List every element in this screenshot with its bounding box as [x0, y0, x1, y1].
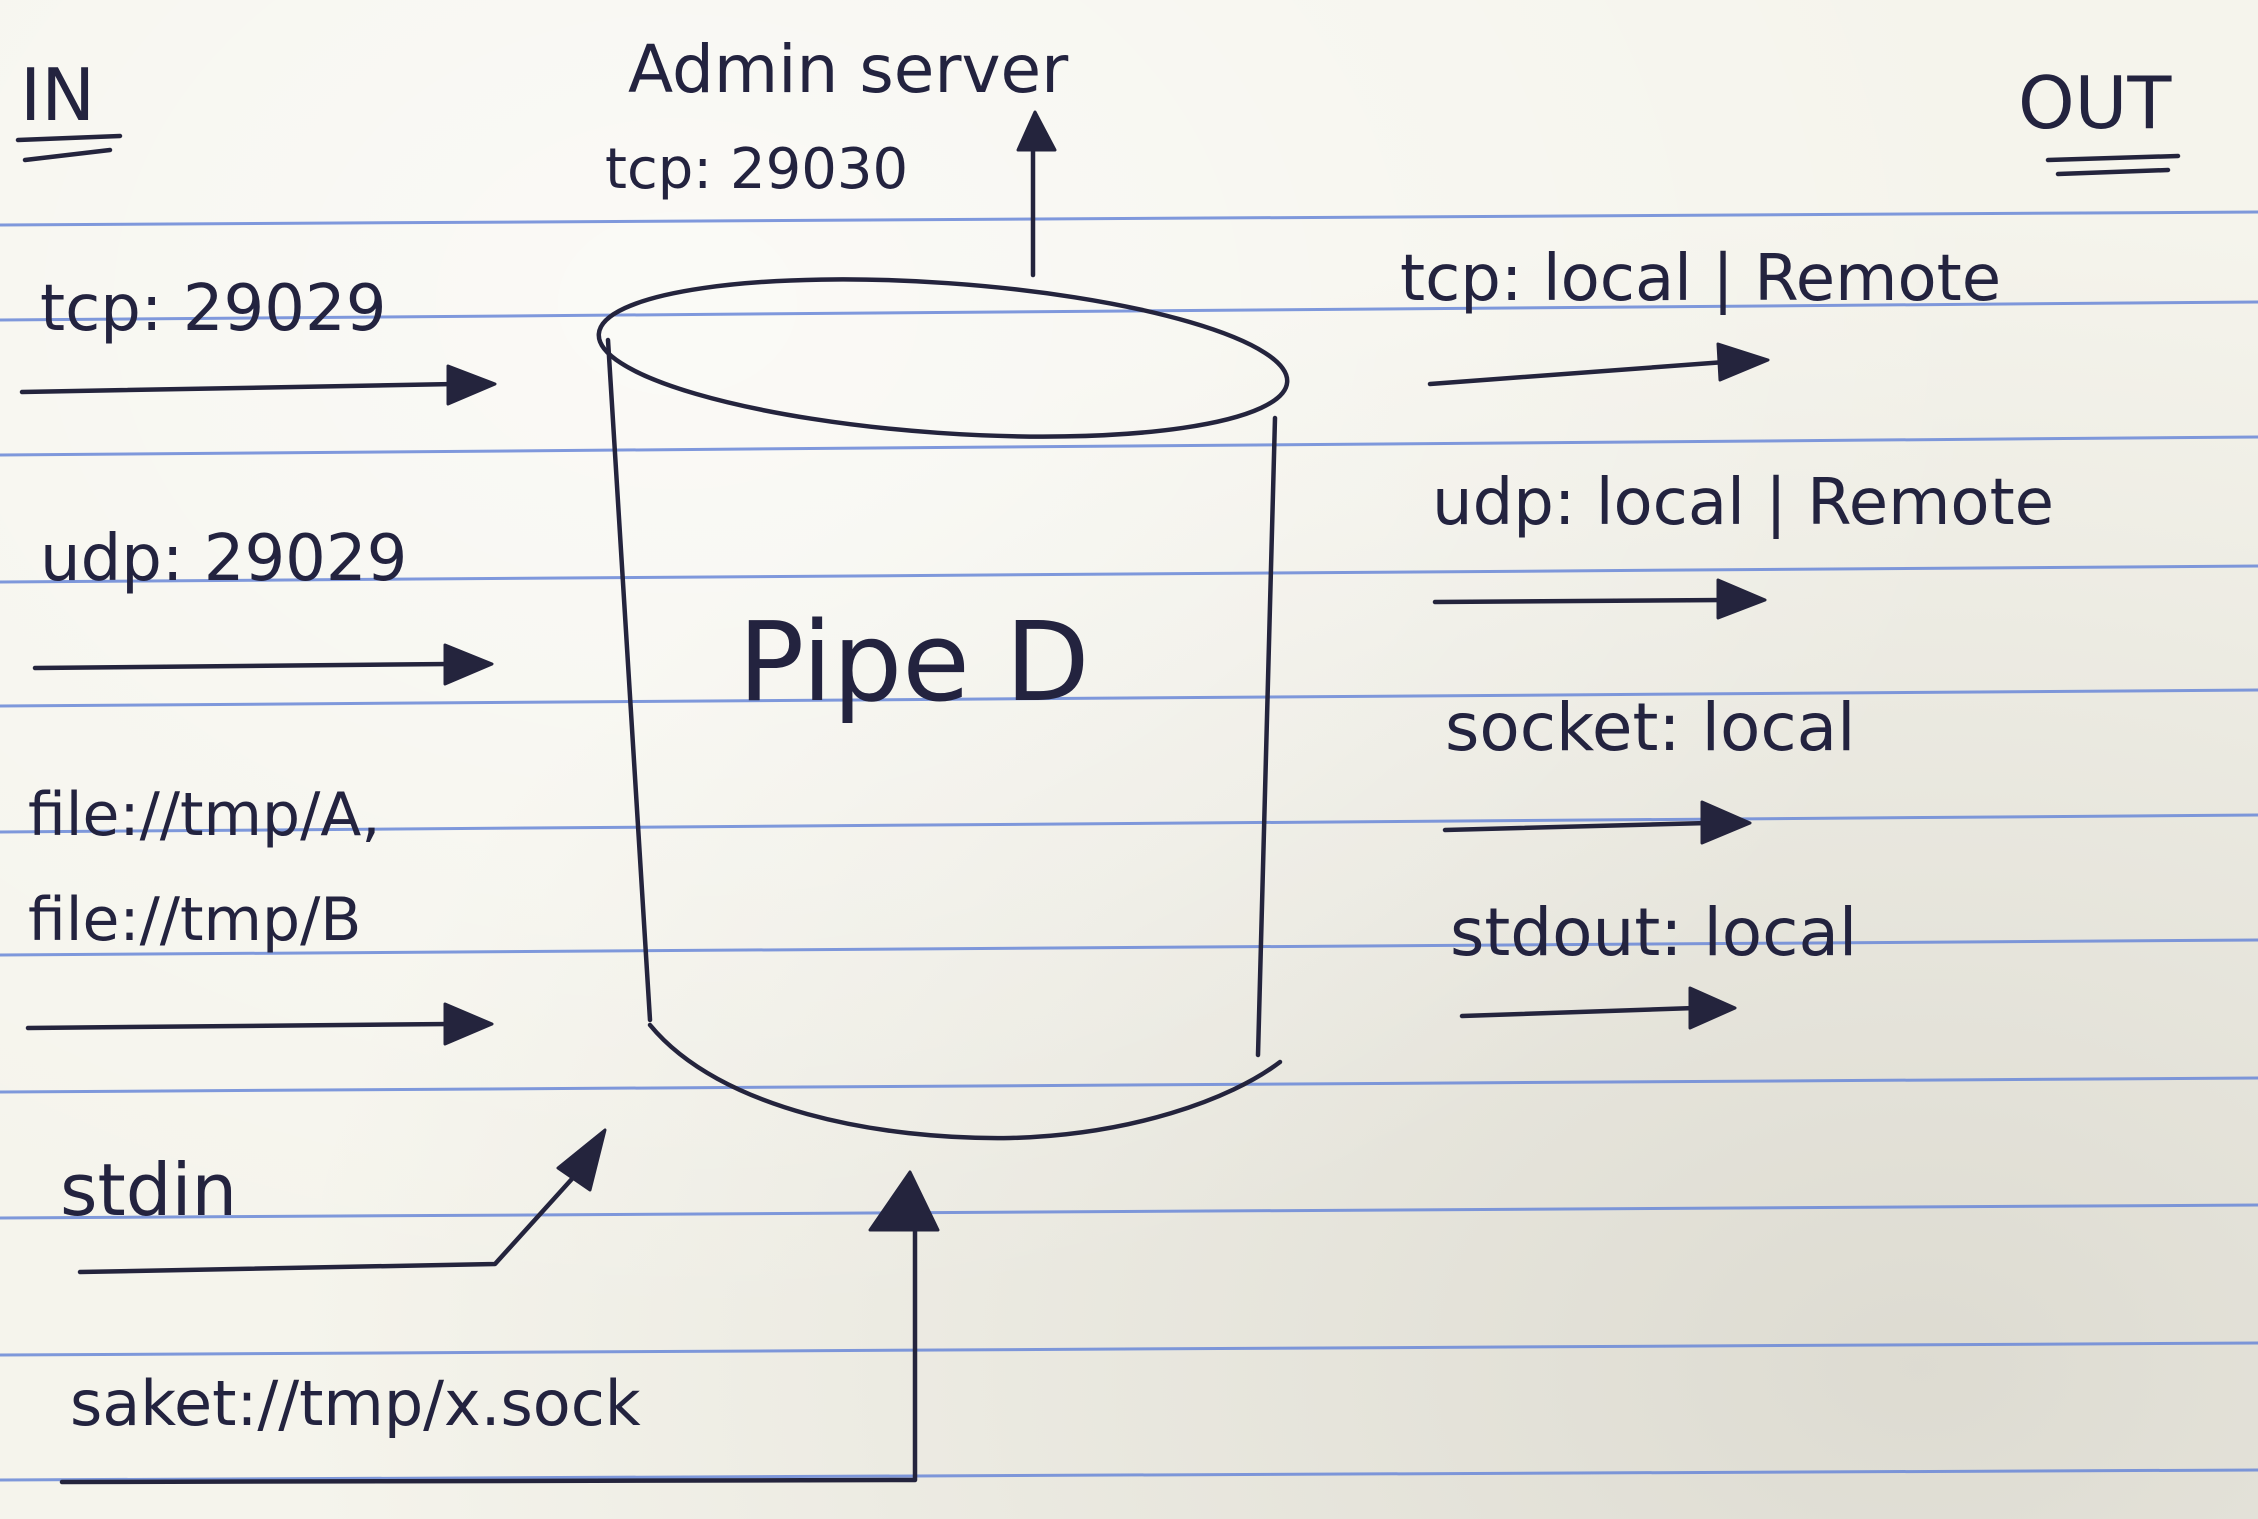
input-file: file://tmp/A, file://tmp/B [25, 780, 494, 1046]
input-socket: saket://tmp/x.sock [59, 1170, 940, 1485]
out-underline [2045, 153, 2181, 177]
input-tcp: tcp: 29029 [19, 272, 497, 406]
output-tcp-label: tcp: local | Remote [1400, 242, 2001, 316]
ruled-lines [0, 210, 2258, 1482]
input-file-arrow [25, 1021, 453, 1031]
admin-arrow [1016, 110, 1057, 278]
input-stdin-arrow [77, 1167, 583, 1275]
input-udp-arrow [32, 661, 453, 671]
input-tcp-arrow [19, 381, 458, 395]
input-stdin-label: stdin [60, 1148, 237, 1232]
pipe-cylinder [596, 277, 1290, 1141]
input-stdin: stdin [60, 1128, 607, 1275]
input-udp: udp: 29029 [32, 522, 494, 686]
output-stdout: stdout: local [1450, 894, 1857, 1030]
admin-server-port: tcp: 29030 [605, 137, 908, 202]
input-socket-arrow [59, 1227, 918, 1485]
output-tcp-arrow [1427, 359, 1728, 387]
input-tcp-label: tcp: 29029 [40, 272, 386, 346]
out-heading: OUT [2018, 61, 2172, 145]
output-udp: udp: local | Remote [1432, 466, 2054, 620]
output-socket-arrow [1442, 820, 1711, 833]
input-udp-label: udp: 29029 [40, 522, 407, 596]
input-file-label-a: file://tmp/A, [28, 780, 380, 850]
admin-server-title: Admin server [628, 31, 1069, 108]
input-socket-label: saket://tmp/x.sock [70, 1367, 641, 1440]
output-tcp: tcp: local | Remote [1400, 242, 2001, 387]
output-socket: socket: local [1442, 689, 1855, 845]
output-udp-arrow [1432, 597, 1728, 605]
output-stdout-label: stdout: local [1450, 894, 1857, 971]
output-socket-label: socket: local [1445, 689, 1855, 766]
output-udp-label: udp: local | Remote [1432, 466, 2054, 540]
output-stdout-arrow [1459, 1005, 1698, 1019]
in-heading: IN [20, 53, 95, 137]
in-underline [15, 133, 123, 163]
pipe-label: Pipe D [738, 598, 1090, 726]
input-file-label-b: file://tmp/B [28, 885, 361, 955]
